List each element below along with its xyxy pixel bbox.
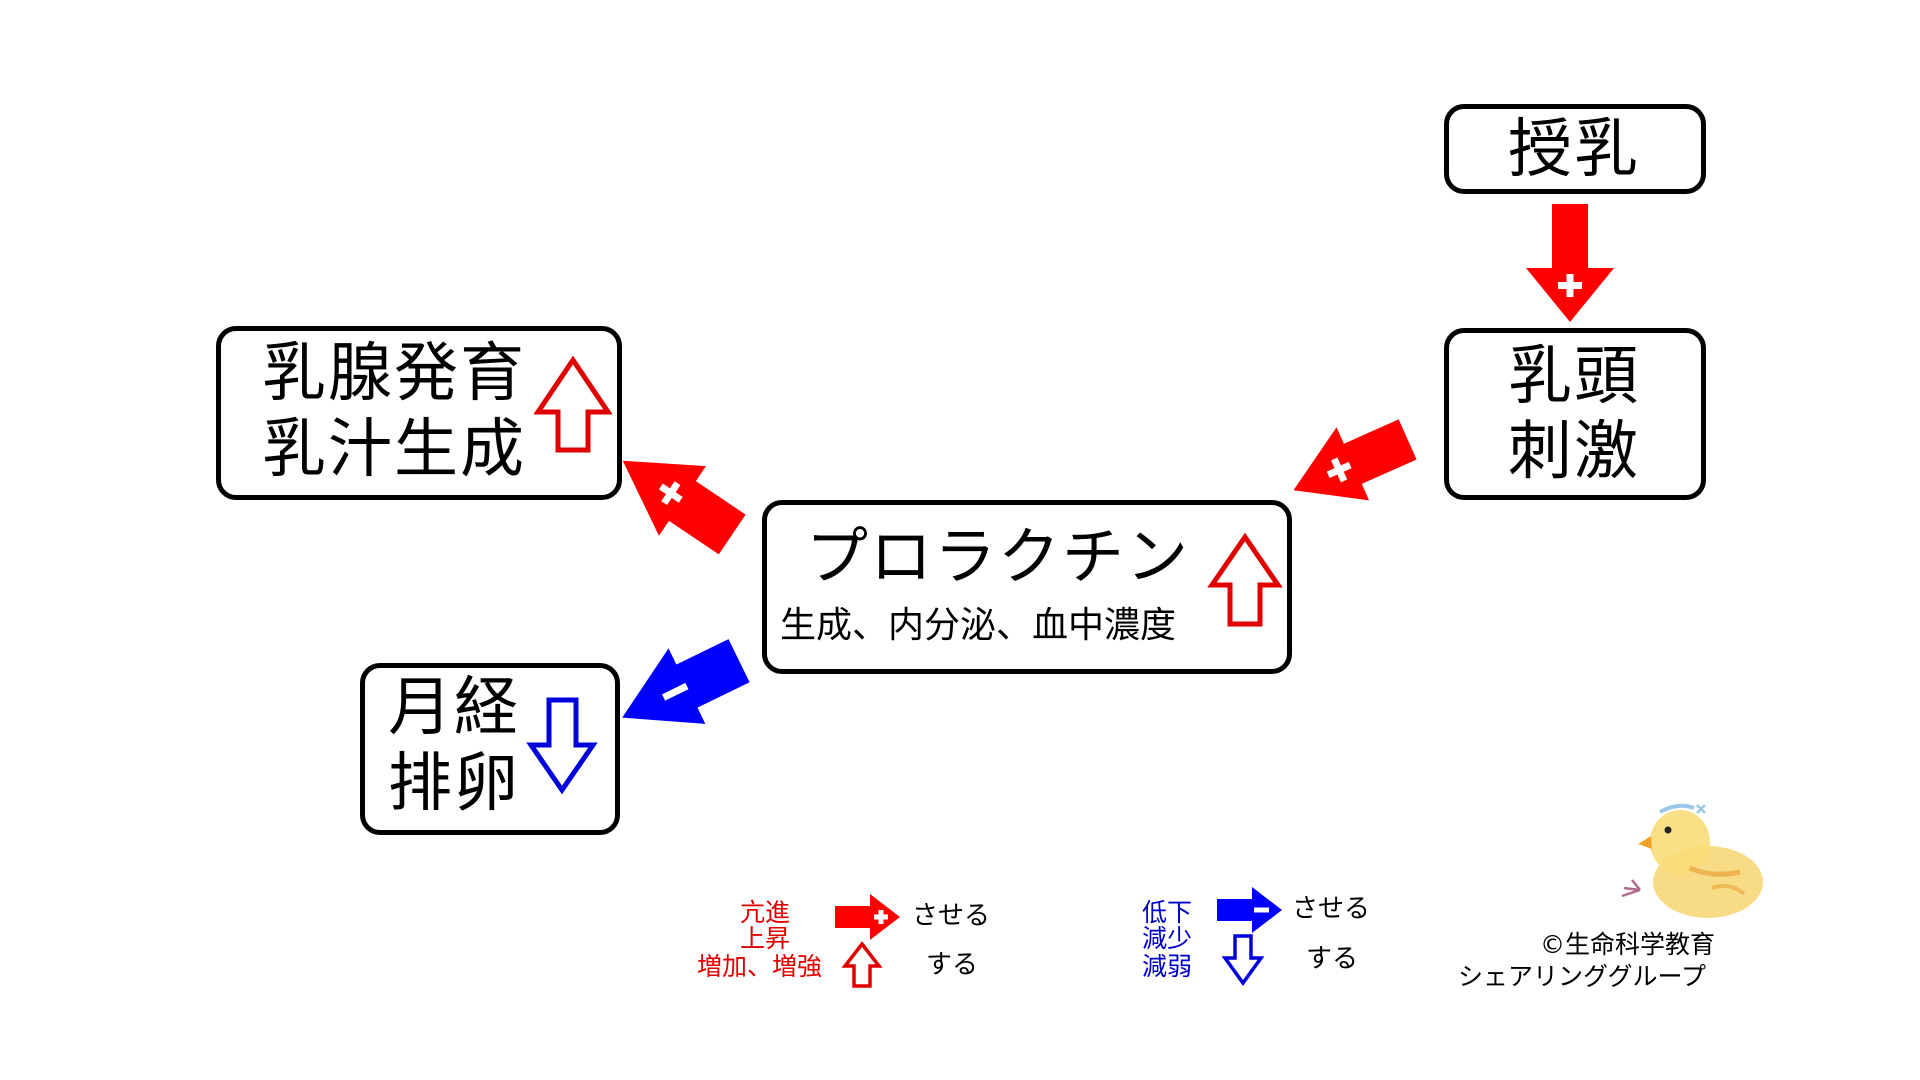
plus-icon [658,481,683,506]
plus-icon [1558,274,1582,297]
legend-enhance-arrow-text: させる [912,901,991,931]
prolactin-subtitle: 生成、内分泌、血中濃度 [780,605,1177,646]
legend-suppress-line3: 減弱 [1142,952,1193,981]
legend-suppress-updown-text: する [1306,944,1359,974]
credit-line1: ©生命科学教育 [1540,930,1716,959]
down-arrow-icon [526,697,598,795]
nyusen-line1: 乳腺発育 [262,337,526,411]
arrow-junyu-to-nyuto [1526,204,1614,322]
prolactin-title: プロラクチン [806,520,1191,593]
gekkei-line1: 月経 [388,671,520,745]
legend-enhance-line2: 上昇 [740,924,791,953]
legend-enhance-line3: 増加、増強 [697,952,823,981]
gekkei-line2: 排卵 [388,747,520,821]
legend-enhance-line1: 亢進 [740,898,791,927]
up-arrow-icon [1207,532,1283,627]
nyuto-line1: 乳頭 [1508,340,1640,414]
node-nyuto [1444,328,1706,500]
nyusen-line2: 乳汁生成 [262,413,526,487]
plus-icon [874,910,888,924]
legend-suppress-arrow-text: させる [1292,894,1371,924]
up-arrow-icon [533,355,613,453]
plus-icon [1326,457,1352,483]
credit-line2: シェアリンググループ [1458,962,1707,991]
arrow-prolactin-to-gekkei [622,639,750,724]
nyuto-line2: 刺激 [1508,415,1640,489]
junyu-label: 授乳 [1508,113,1640,187]
legend-suppress-arrow [1217,887,1282,933]
minus-icon [1254,907,1269,913]
minus-icon [662,682,689,701]
arrow-prolactin-to-nyusen [622,460,746,555]
chick-illustration [1621,803,1763,918]
down-arrow-icon [1221,934,1265,986]
up-arrow-icon [841,941,883,988]
legend-suppress-line1: 低下 [1142,898,1193,927]
legend-enhance-arrow [835,894,900,940]
node-prolactin [762,500,1292,674]
node-junyu [1444,104,1706,194]
legend-enhance-updown-text: する [926,950,979,980]
arrow-nyuto-to-prolactin [1293,419,1417,501]
legend-suppress-line2: 減少 [1142,924,1193,953]
